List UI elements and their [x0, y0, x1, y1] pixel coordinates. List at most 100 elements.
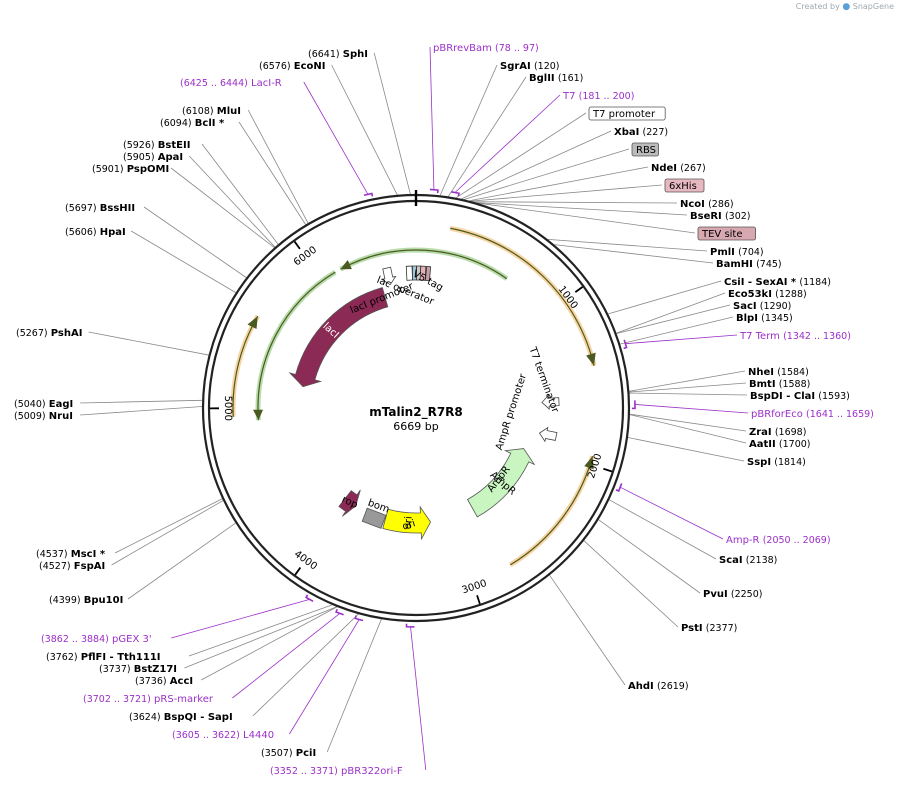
leader-line [554, 244, 714, 264]
ori-orf-label: ori [403, 516, 415, 530]
feature-label: RBS [636, 145, 656, 156]
enzyme-name: BlpI [736, 313, 758, 324]
primer-mark [354, 615, 364, 622]
primer-label: pBRforEco (1641 .. 1659) [751, 409, 874, 420]
enzyme-name: ApaI [158, 152, 183, 163]
enzyme-label: BseRI (302) [690, 211, 751, 222]
enzyme-name: CsiI - SexAI * [724, 277, 797, 288]
enzyme-label: NdeI (267) [651, 163, 706, 174]
leader-line [470, 184, 663, 202]
center-title: mTalin2_R7R8 6669 bp [369, 405, 463, 433]
enzyme-name: BspDI - ClaI [750, 391, 815, 402]
enzyme-name: PciI [296, 748, 316, 759]
enzyme-label: (5901) PspOMI [92, 164, 169, 175]
enzyme-name: BssHII [100, 203, 135, 214]
feature-label-box [697, 226, 756, 241]
leader-line [326, 619, 382, 753]
leader-line [616, 304, 731, 334]
leader-line [201, 143, 279, 245]
site-position: (1345) [761, 313, 793, 324]
leader-line [547, 238, 708, 252]
feature-label-box [664, 178, 705, 193]
leader-line [170, 167, 275, 248]
leader-line [439, 64, 498, 196]
site-position: (745) [756, 259, 782, 270]
enzyme-label: AatII (1700) [749, 439, 811, 450]
site-position: (1290) [760, 301, 792, 312]
tick-mark-6000 [293, 241, 301, 250]
site-position: (5905) [123, 152, 155, 163]
enzyme-label: (3762) PflFI - Tth111I [46, 652, 161, 663]
leader-line [127, 522, 236, 600]
rop-orf [338, 489, 361, 517]
site-position: (2619) [657, 681, 689, 692]
enzyme-label: (5697) BssHII [65, 203, 135, 214]
primer-mark [450, 190, 460, 197]
enzyme-label: (6641) SphI [308, 49, 368, 60]
leader-line [627, 437, 745, 462]
site-position: (2250) [731, 589, 763, 600]
site-position: (3507) [261, 748, 293, 759]
enzyme-label: (6094) BclI * [160, 118, 225, 129]
site-position: (5040) [14, 399, 46, 410]
leader-line [609, 499, 717, 560]
primer-mark [363, 192, 374, 197]
enzyme-name: SspI [747, 457, 771, 468]
enzyme-name: MscI * [71, 549, 106, 560]
enzyme-name: NdeI [651, 163, 677, 174]
primer-name: T7 Term [739, 331, 780, 342]
tick-label-3000: 3000 [461, 578, 489, 596]
primer-label: T7 Term (1342 .. 1360) [739, 331, 851, 342]
primer-range: (3352 .. 3371) [270, 766, 338, 777]
tick-mark-2000 [603, 467, 613, 473]
enzyme-name: MluI [217, 106, 241, 117]
enzyme-name: PstI [681, 623, 703, 634]
primer-label: (3352 .. 3371) pBR322ori-F [270, 766, 403, 777]
leader-line [476, 202, 688, 216]
tick-label-2000: 2000 [586, 452, 604, 480]
leader-line [252, 613, 359, 717]
enzyme-name: PshAI [51, 328, 83, 339]
primer-mark [615, 483, 623, 492]
leader-line [238, 121, 306, 225]
primer-name: pGEX 3' [112, 634, 152, 645]
leader-line [114, 498, 223, 554]
site-position: (302) [725, 211, 751, 222]
leader-line [130, 230, 236, 293]
label-leader-lines [80, 46, 749, 771]
leader-line [477, 202, 696, 234]
enzyme-label: CsiI - SexAI * (1184) [724, 277, 831, 288]
site-position: (3737) [99, 664, 131, 675]
primer-range: (1641 .. 1659) [806, 409, 874, 420]
t7-terminator-label: T7 terminator [526, 345, 561, 415]
enzyme-label: BglII (161) [529, 73, 583, 84]
feature-label-box [588, 106, 666, 121]
enzyme-name: PflFI - Tth111I [81, 652, 161, 663]
primer-label: (3605 .. 3622) L4440 [172, 730, 274, 741]
bom-box [361, 507, 387, 529]
leader-line [455, 112, 587, 199]
leader-line [448, 76, 527, 197]
leader-line [629, 370, 746, 392]
enzyme-name: AhdI [628, 681, 654, 692]
leader-line [549, 574, 626, 686]
enzyme-name: Bpu10I [84, 595, 124, 606]
leader-line [171, 599, 310, 639]
leader-line [629, 392, 748, 396]
enzyme-label: (3736) AccI [135, 676, 193, 687]
primer-name: Amp-R [726, 535, 760, 546]
enzyme-name: NcoI [680, 199, 705, 210]
enzyme-label: BamHI (745) [716, 259, 782, 270]
primer-range: (181 .. 200) [579, 91, 635, 102]
primer-mark [305, 594, 314, 603]
feature-label-box [631, 142, 660, 157]
enzyme-label: (4537) MscI * [36, 549, 106, 560]
site-position: (1588) [779, 379, 811, 390]
green-arc-left [257, 271, 336, 421]
enzyme-label: (5606) HpaI [65, 227, 126, 238]
primer-mark [405, 623, 415, 628]
enzyme-name: PvuI [703, 589, 728, 600]
enzyme-label: (3737) BstZ17I [99, 664, 177, 675]
site-position: (4537) [36, 549, 68, 560]
leader-line [619, 486, 724, 540]
